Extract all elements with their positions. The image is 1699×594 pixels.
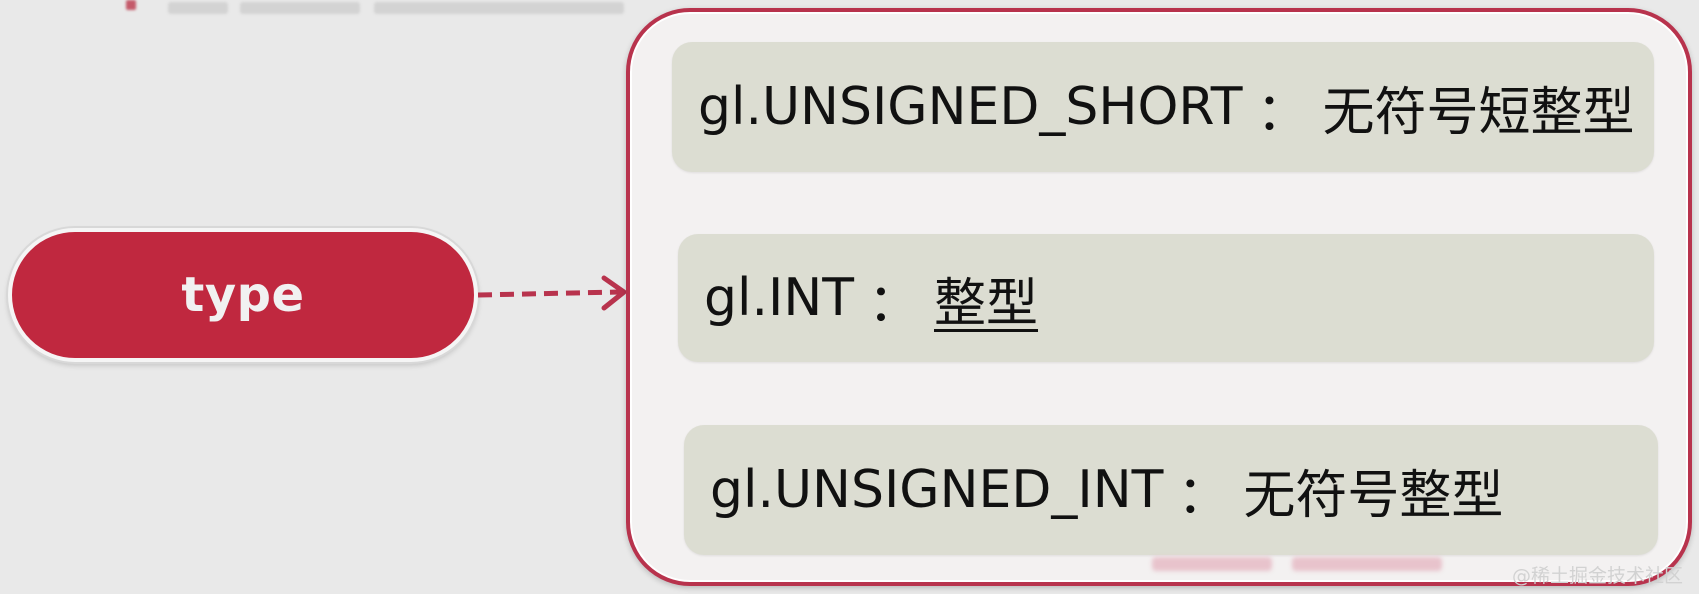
option-separator: ： bbox=[1256, 82, 1309, 143]
remnant-bar bbox=[1292, 557, 1442, 571]
option-unsigned-short: gl.UNSIGNED_SHORT ： 无符号短整型 bbox=[672, 42, 1654, 172]
option-int: gl.INT ： 整型 bbox=[678, 234, 1654, 362]
watermark-text: @稀土掘金技术社区 bbox=[1511, 565, 1683, 587]
remnant-bar bbox=[374, 2, 624, 14]
type-options-panel: gl.UNSIGNED_SHORT ： 无符号短整型 gl.INT ： 整型 g… bbox=[626, 8, 1692, 586]
option-unsigned-int: gl.UNSIGNED_INT ： 无符号整型 bbox=[684, 425, 1658, 555]
dashed-arrow-connector bbox=[478, 275, 627, 311]
option-description: 无符号短整型 bbox=[1322, 82, 1635, 143]
type-node: type bbox=[8, 228, 478, 362]
type-node-label: type bbox=[181, 267, 305, 323]
option-constant: gl.UNSIGNED_INT bbox=[710, 460, 1164, 520]
remnant-bar bbox=[240, 2, 360, 14]
option-separator: ： bbox=[1177, 465, 1230, 526]
connector-line bbox=[478, 289, 621, 298]
arrowhead-icon bbox=[601, 275, 627, 311]
remnant-bar bbox=[1152, 557, 1272, 571]
remnant-bar bbox=[168, 2, 228, 14]
option-description: 整型 bbox=[934, 273, 1039, 334]
blurred-footer-remnant bbox=[1152, 553, 1452, 575]
option-description: 无符号整型 bbox=[1243, 465, 1504, 526]
option-constant: gl.UNSIGNED_SHORT bbox=[698, 77, 1243, 137]
option-constant: gl.INT bbox=[704, 268, 854, 328]
blurred-caption-remnant bbox=[120, 0, 640, 22]
option-separator: ： bbox=[867, 273, 920, 334]
remnant-marker bbox=[126, 0, 136, 10]
